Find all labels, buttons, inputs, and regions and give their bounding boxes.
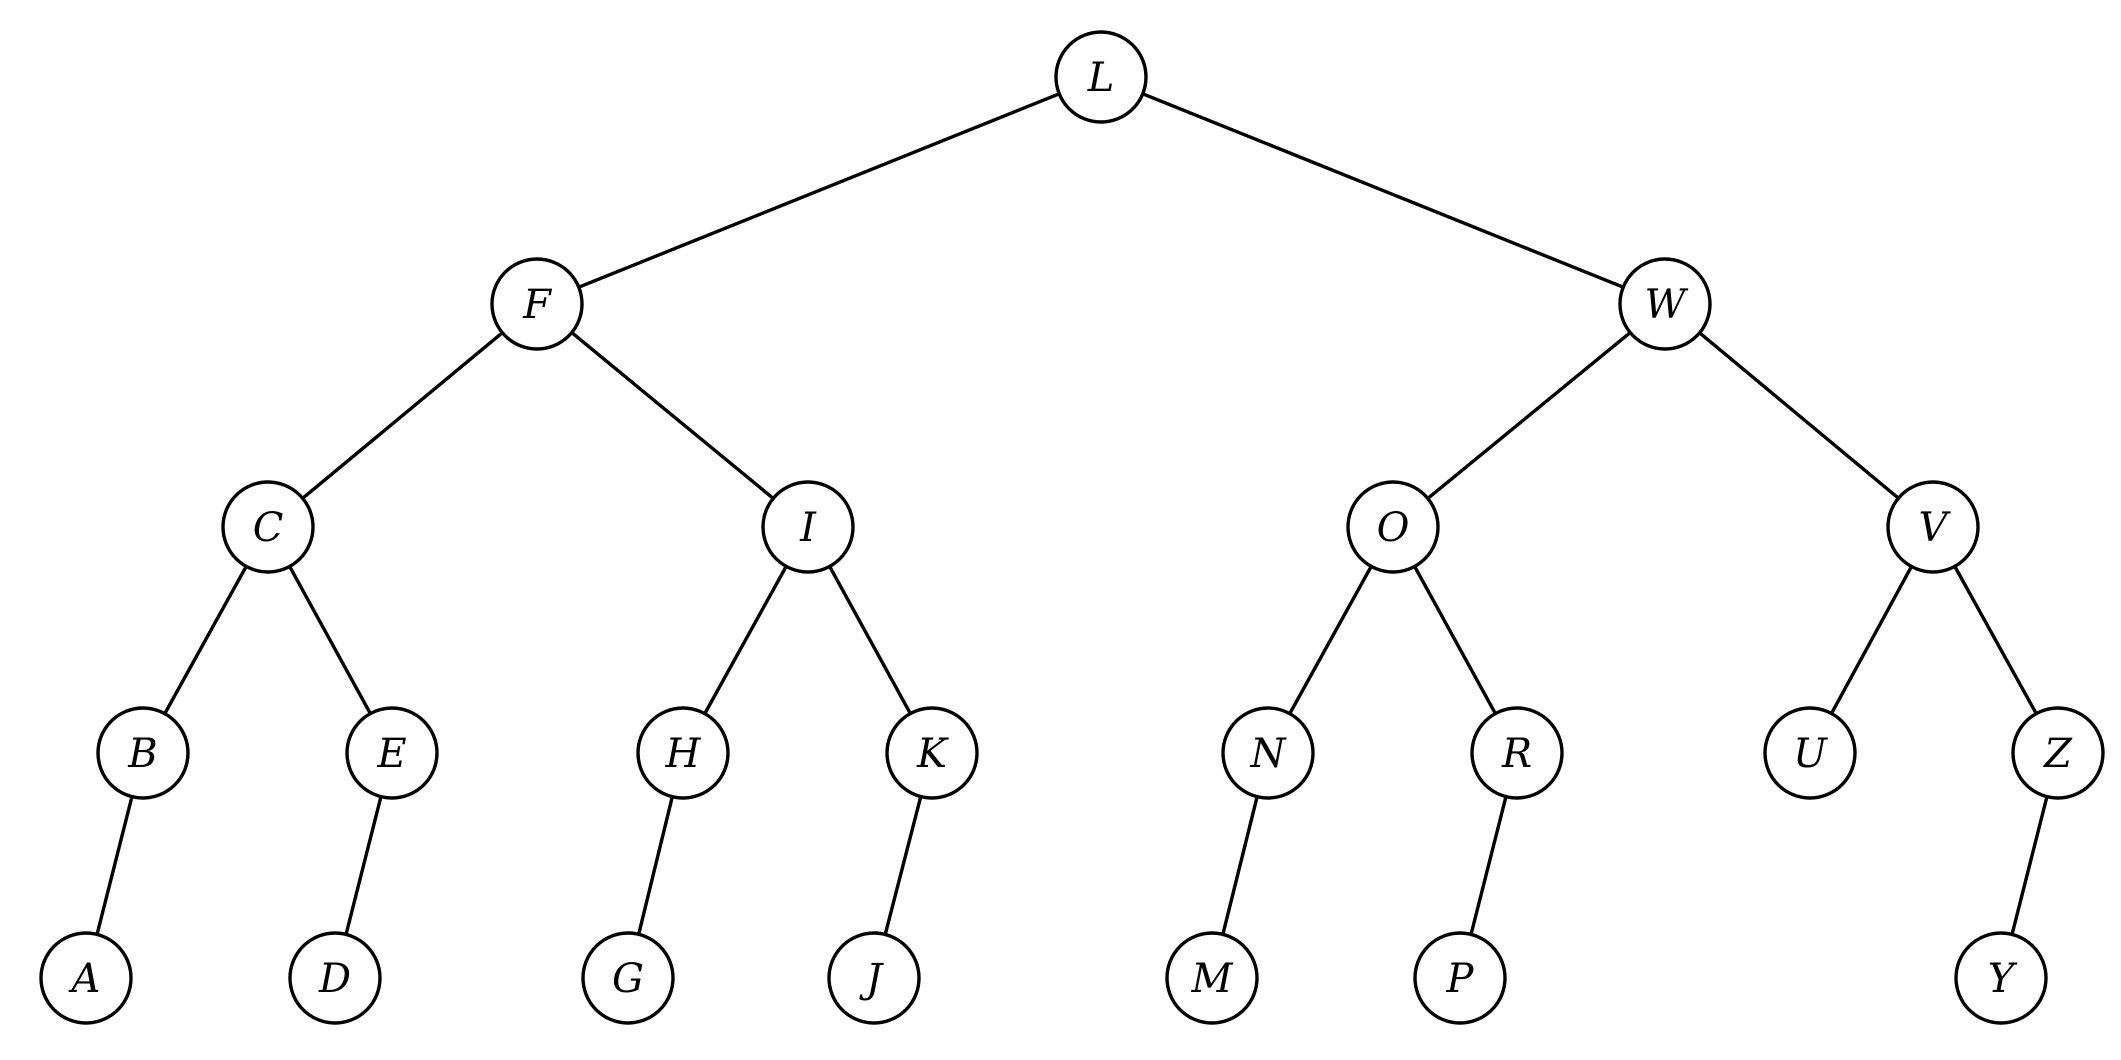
edge-i-k bbox=[828, 565, 912, 715]
tree-node-a: A bbox=[39, 931, 133, 1025]
tree-node-g: G bbox=[581, 931, 675, 1025]
tree-node-d: D bbox=[288, 931, 382, 1025]
node-circle bbox=[1886, 480, 1980, 574]
node-label: G bbox=[612, 956, 644, 1002]
edge-w-v bbox=[1698, 331, 1900, 500]
tree-node-k: K bbox=[885, 706, 979, 800]
node-label: W bbox=[1644, 282, 1688, 328]
tree-node-m: M bbox=[1165, 931, 1259, 1025]
node-circle bbox=[827, 931, 921, 1025]
tree-node-y: Y bbox=[1954, 931, 2048, 1025]
tree-node-w: W bbox=[1618, 257, 1712, 351]
tree-node-z: Z bbox=[2011, 706, 2105, 800]
node-label: K bbox=[916, 731, 949, 777]
edges-layer bbox=[95, 92, 2049, 935]
edge-v-z bbox=[1953, 565, 2038, 715]
edge-h-g bbox=[637, 796, 674, 935]
tree-node-c: C bbox=[221, 480, 315, 574]
tree-node-l: L bbox=[1054, 30, 1148, 124]
edge-n-m bbox=[1221, 796, 1259, 935]
node-label: M bbox=[1191, 956, 1234, 1002]
node-circle bbox=[96, 706, 190, 800]
tree-node-h: H bbox=[636, 706, 730, 800]
node-circle bbox=[1618, 257, 1712, 351]
node-label: I bbox=[799, 505, 817, 551]
nodes-layer: L F W C I O V B E H K N R U Z A D G J M P Y bbox=[39, 30, 2105, 1025]
node-label: E bbox=[376, 731, 406, 777]
node-label: D bbox=[318, 956, 351, 1002]
node-label: C bbox=[253, 505, 284, 551]
tree-node-j: J bbox=[827, 931, 921, 1025]
tree-node-u: U bbox=[1763, 706, 1857, 800]
node-circle bbox=[636, 706, 730, 800]
node-circle bbox=[885, 706, 979, 800]
node-label: Z bbox=[2042, 731, 2073, 777]
edge-w-o bbox=[1426, 331, 1632, 500]
tree-node-f: F bbox=[490, 257, 584, 351]
edge-o-n bbox=[1288, 565, 1373, 715]
node-label: N bbox=[1250, 731, 1288, 777]
node-circle bbox=[1954, 931, 2048, 1025]
node-label: L bbox=[1087, 55, 1115, 101]
edge-l-w bbox=[1142, 92, 1624, 289]
node-label: A bbox=[68, 956, 101, 1002]
edge-e-d bbox=[344, 796, 383, 935]
tree-node-b: B bbox=[96, 706, 190, 800]
node-circle bbox=[761, 480, 855, 574]
node-circle bbox=[1165, 931, 1259, 1025]
edge-k-j bbox=[883, 796, 923, 935]
node-circle bbox=[288, 931, 382, 1025]
edge-l-f bbox=[578, 92, 1060, 289]
node-circle bbox=[581, 931, 675, 1025]
node-circle bbox=[345, 706, 439, 800]
node-label: V bbox=[1919, 505, 1952, 551]
edge-f-i bbox=[570, 331, 775, 500]
tree-node-p: P bbox=[1413, 931, 1507, 1025]
node-circle bbox=[2011, 706, 2105, 800]
node-label: R bbox=[1501, 731, 1532, 777]
node-label: F bbox=[522, 282, 552, 328]
node-label: Y bbox=[1988, 956, 2018, 1002]
node-circle bbox=[1221, 706, 1315, 800]
edge-r-p bbox=[1469, 796, 1508, 935]
tree-node-n: N bbox=[1221, 706, 1315, 800]
node-label: H bbox=[665, 731, 702, 777]
tree-node-i: I bbox=[761, 480, 855, 574]
node-circle bbox=[490, 257, 584, 351]
tree-node-o: O bbox=[1346, 480, 1440, 574]
node-circle bbox=[1054, 30, 1148, 124]
node-label: U bbox=[1793, 731, 1828, 777]
node-circle bbox=[221, 480, 315, 574]
node-label: B bbox=[127, 731, 157, 777]
tree-node-r: R bbox=[1470, 706, 1564, 800]
tree-node-v: V bbox=[1886, 480, 1980, 574]
node-label: O bbox=[1377, 505, 1410, 551]
node-circle bbox=[39, 931, 133, 1025]
tree-node-e: E bbox=[345, 706, 439, 800]
edge-c-e bbox=[288, 565, 372, 715]
edge-f-c bbox=[301, 331, 504, 500]
edge-i-h bbox=[703, 565, 788, 715]
node-circle bbox=[1763, 706, 1857, 800]
node-circle bbox=[1413, 931, 1507, 1025]
edge-z-y bbox=[2010, 796, 2049, 935]
edge-c-b bbox=[163, 565, 248, 715]
edge-b-a bbox=[95, 796, 134, 935]
node-circle bbox=[1346, 480, 1440, 574]
edge-v-u bbox=[1830, 565, 1913, 715]
edge-o-r bbox=[1413, 565, 1497, 715]
node-circle bbox=[1470, 706, 1564, 800]
node-label: P bbox=[1446, 956, 1475, 1002]
